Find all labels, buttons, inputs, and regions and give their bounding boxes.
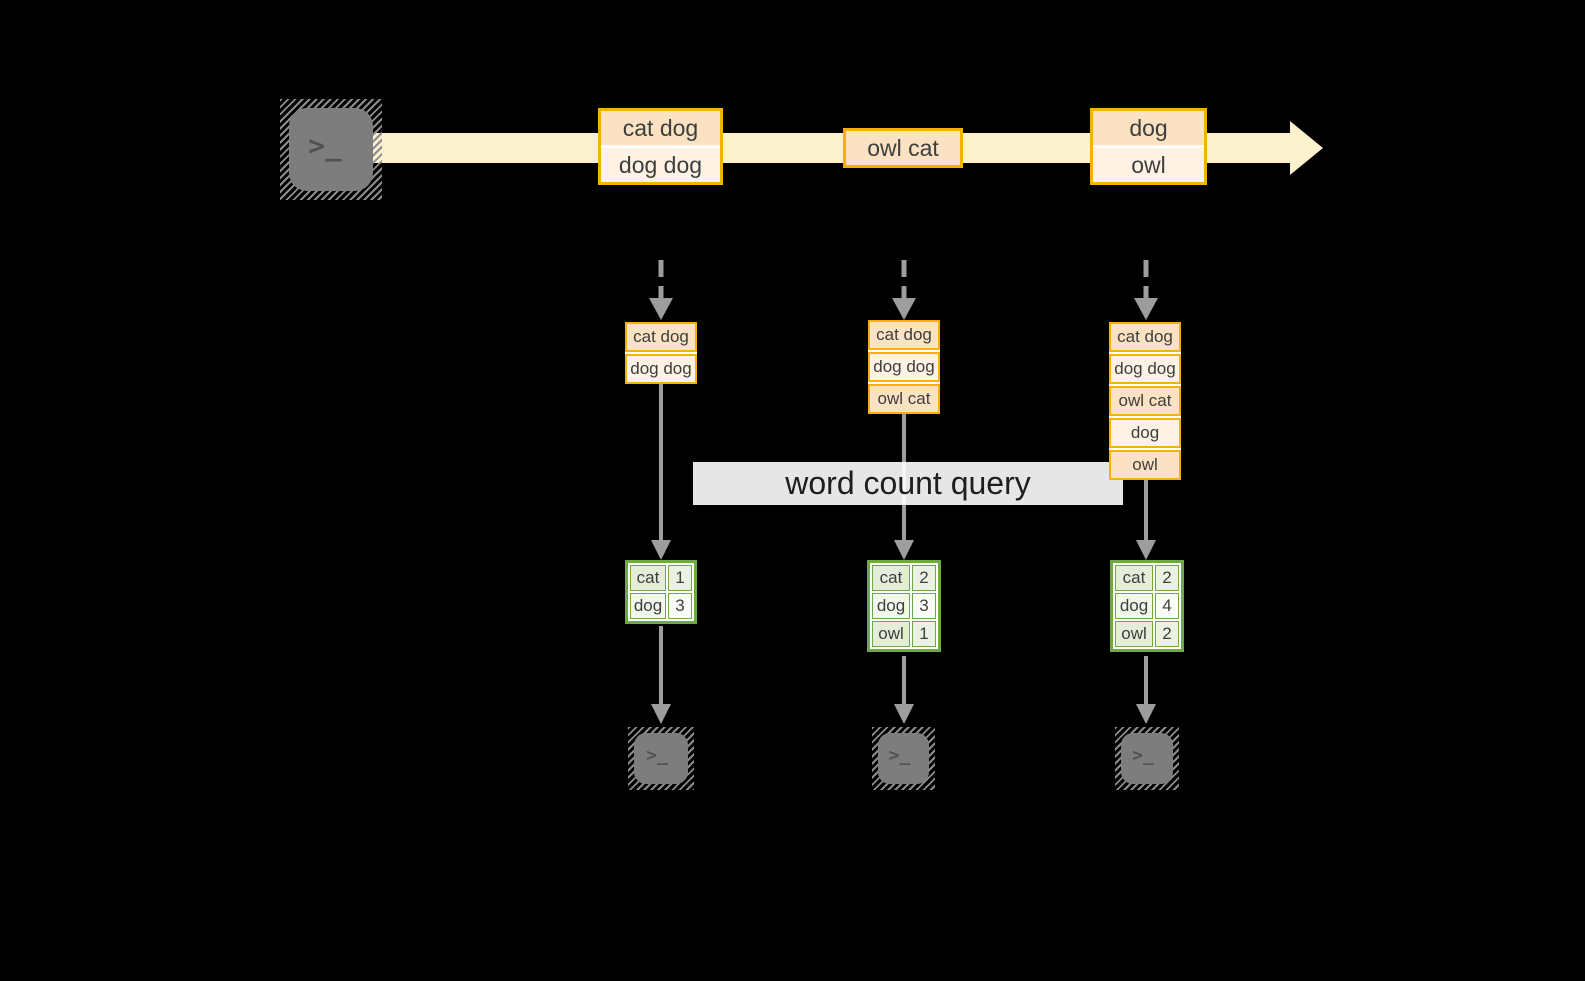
count-cell: 2 <box>1155 621 1179 647</box>
dashed-down-arrow-icon <box>649 260 673 320</box>
buffer-cell: dog dog <box>1109 354 1181 384</box>
query-connector-arrow-icon <box>651 384 671 560</box>
buffer-cell: cat dog <box>625 322 697 352</box>
count-cell: 3 <box>912 593 936 619</box>
count-cell: 1 <box>912 621 936 647</box>
word-cell: cat <box>630 565 666 591</box>
query-connector-arrow-icon <box>1136 480 1156 560</box>
word-count-table-1: cat 1 dog 3 <box>625 560 697 624</box>
event-box-1: cat dog dog dog <box>598 108 723 185</box>
buffer-cell: owl cat <box>1109 386 1181 416</box>
buffer-stack-1: cat dog dog dog <box>625 322 697 384</box>
terminal-body: >_ <box>878 733 929 784</box>
terminal-prompt-glyph: >_ <box>646 745 668 766</box>
dashed-down-arrow-icon <box>892 260 916 320</box>
buffer-cell: dog <box>1109 418 1181 448</box>
output-terminal-icon: >_ <box>628 727 694 790</box>
word-cell: owl <box>872 621 910 647</box>
source-terminal-icon: >_ <box>280 99 382 200</box>
word-cell: cat <box>872 565 910 591</box>
buffer-cell: dog dog <box>868 352 940 382</box>
event-box-3: dog owl <box>1090 108 1207 185</box>
output-terminal-icon: >_ <box>1115 727 1179 790</box>
word-cell: owl <box>1115 621 1153 647</box>
word-cell: dog <box>1115 593 1153 619</box>
output-arrow-icon <box>1136 656 1156 724</box>
terminal-prompt-glyph: >_ <box>1132 745 1154 766</box>
word-count-table-3: cat 2 dog 4 owl 2 <box>1110 560 1184 652</box>
event-cell: cat dog <box>601 111 720 145</box>
event-box-2: owl cat <box>843 128 963 168</box>
buffer-cell: cat dog <box>1109 322 1181 352</box>
buffer-stack-2: cat dog dog dog owl cat <box>868 320 940 414</box>
query-banner-label: word count query <box>785 465 1031 501</box>
count-cell: 2 <box>912 565 936 591</box>
output-terminal-icon: >_ <box>872 727 935 790</box>
count-cell: 1 <box>668 565 692 591</box>
terminal-prompt-glyph: >_ <box>308 129 342 162</box>
terminal-body: >_ <box>1121 733 1173 784</box>
output-arrow-icon <box>894 656 914 724</box>
event-cell: owl <box>1093 148 1204 182</box>
terminal-body: >_ <box>289 108 373 191</box>
buffer-cell: owl <box>1109 450 1181 480</box>
word-cell: dog <box>872 593 910 619</box>
word-cell: dog <box>630 593 666 619</box>
terminal-prompt-glyph: >_ <box>888 745 911 766</box>
terminal-body: >_ <box>634 733 688 784</box>
event-cell: owl cat <box>846 131 960 165</box>
buffer-cell: owl cat <box>868 384 940 414</box>
buffer-cell: cat dog <box>868 320 940 350</box>
event-cell: dog <box>1093 111 1204 145</box>
event-stream-arrowhead-icon <box>1290 121 1323 175</box>
dashed-down-arrow-icon <box>1134 260 1158 320</box>
buffer-stack-3: cat dog dog dog owl cat dog owl <box>1109 322 1181 480</box>
word-cell: cat <box>1115 565 1153 591</box>
event-cell: dog dog <box>601 148 720 182</box>
word-count-table-2: cat 2 dog 3 owl 1 <box>867 560 941 652</box>
count-cell: 2 <box>1155 565 1179 591</box>
buffer-cell: dog dog <box>625 354 697 384</box>
count-cell: 4 <box>1155 593 1179 619</box>
count-cell: 3 <box>668 593 692 619</box>
output-arrow-icon <box>651 626 671 724</box>
query-banner: word count query <box>693 462 1123 505</box>
